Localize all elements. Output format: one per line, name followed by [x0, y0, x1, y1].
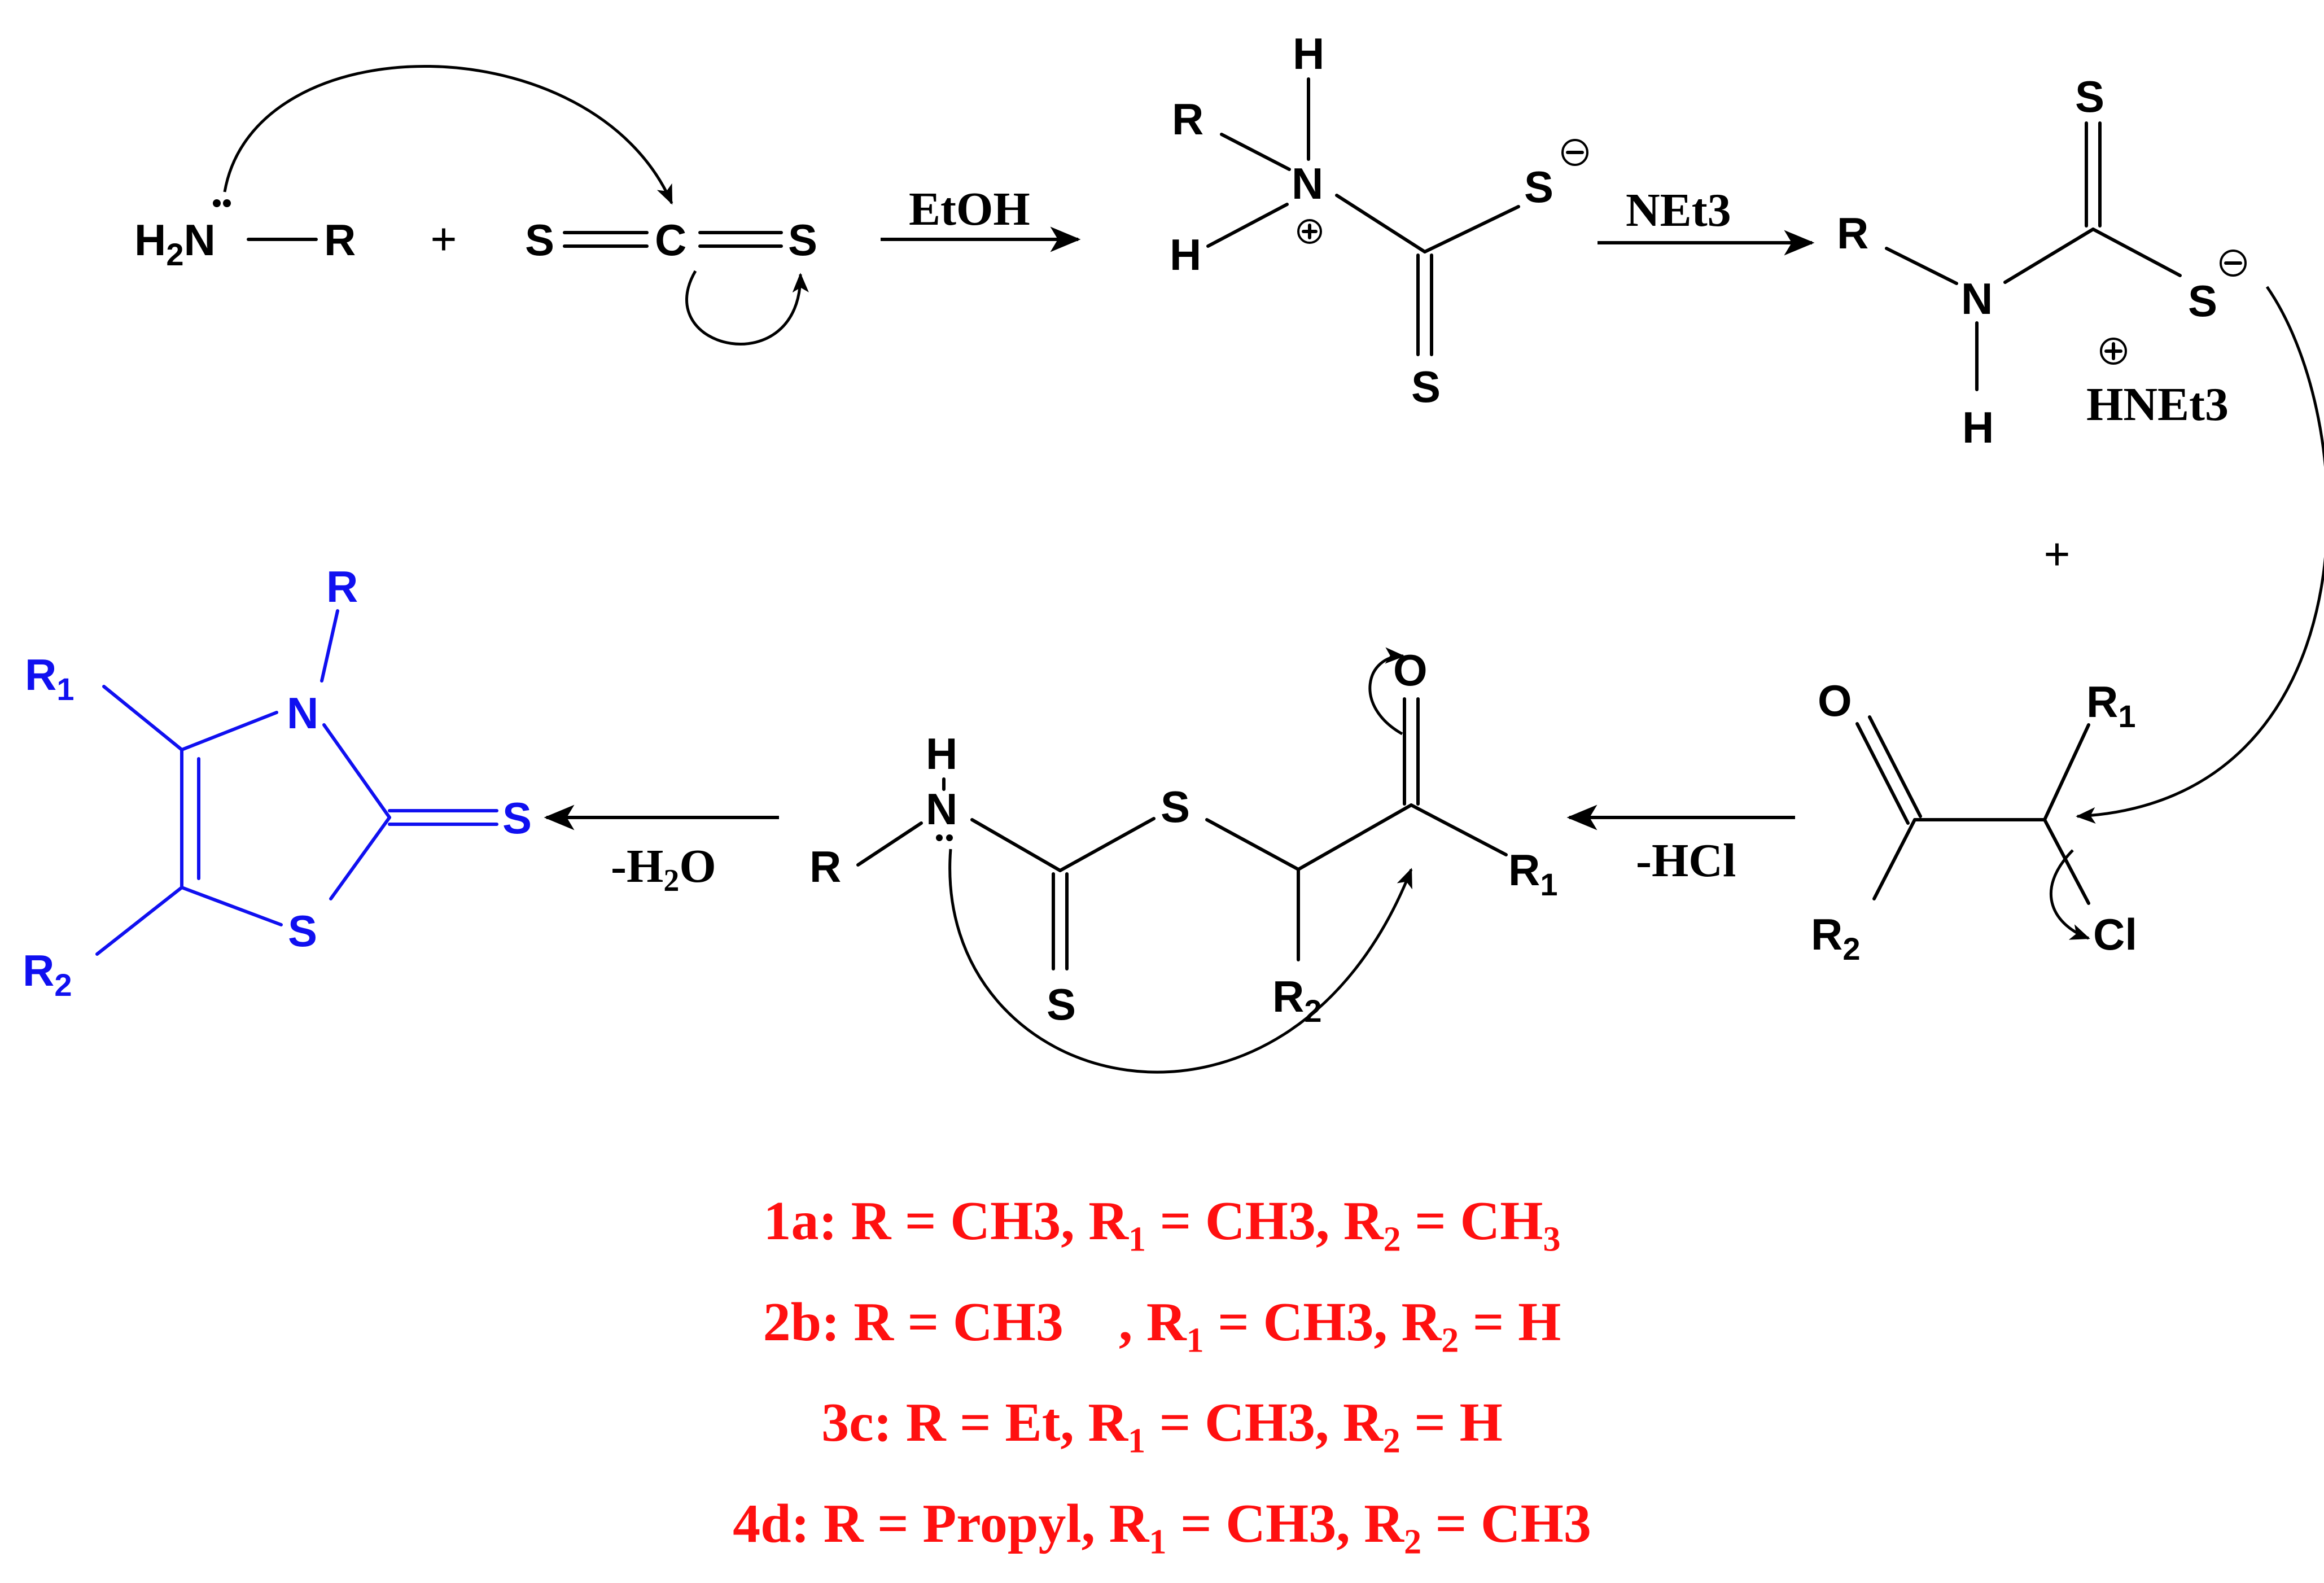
- plus-sign-1: +: [430, 213, 457, 266]
- open-chain-intermediate: H N R S S R2 O R1: [809, 645, 1558, 1074]
- carbonyl-arrow: [1368, 647, 1405, 736]
- oc-s-thione: S: [1047, 979, 1076, 1029]
- salt-s-top: S: [2075, 72, 2104, 121]
- reaction-scheme: H2N R + S C S EtOH H R N H S S: [23, 29, 2324, 1074]
- ck-r2: R2: [1811, 909, 1861, 967]
- ck-cl: Cl: [2093, 909, 2137, 959]
- condition-net3: NEt3: [1626, 184, 1731, 237]
- prod-r1: R1: [25, 650, 75, 707]
- compound-legend: 1a: R = CH3, R1 = CH3, R2 = CH3 2b: R = …: [0, 1180, 2324, 1583]
- legend-4d: 4d: R = Propyl, R1 = CH3, R2 = CH3: [733, 1493, 1591, 1562]
- thiazole-thione-product: R N R1 S S R2: [23, 562, 532, 1003]
- legend-1a: 1a: R = CH3, R1 = CH3, R2 = CH3: [763, 1191, 1561, 1259]
- oc-h: H: [926, 729, 957, 779]
- counterion-hnet3: HNEt3: [2086, 378, 2229, 431]
- prod-s-thione: S: [502, 793, 532, 843]
- zw-r: R: [1172, 94, 1203, 144]
- cs2-c: C: [655, 215, 686, 265]
- electron-arrow-c-to-s: [685, 270, 809, 346]
- oc-n: N: [926, 784, 957, 834]
- oc-o: O: [1393, 645, 1428, 695]
- salt-s-minus: S: [2188, 276, 2217, 326]
- amine-molecule: H2N R: [134, 199, 356, 272]
- condition-hcl: -HCl: [1636, 834, 1736, 887]
- zw-n: N: [1292, 159, 1323, 208]
- ck-o: O: [1818, 676, 1852, 725]
- legend-3c: 3c: R = Et, R1 = CH3, R2 = H: [821, 1392, 1503, 1460]
- alpha-chloroketone: O R1 R2 Cl: [1811, 676, 2137, 967]
- leaving-group-arrow: [2049, 849, 2090, 940]
- cyclization-arrow: [948, 849, 1413, 1074]
- legend-2b: 2b: R = CH3 , R1 = CH3, R2 = H: [763, 1291, 1561, 1360]
- plus-sign-2: +: [2043, 528, 2071, 581]
- oc-r: R: [809, 842, 841, 891]
- salt-n: N: [1961, 274, 1993, 323]
- salt-h: H: [1962, 403, 1994, 452]
- attack-arrow-n-to-c: [223, 65, 673, 205]
- zw-h-bottom: H: [1170, 230, 1201, 279]
- cs2-s-right: S: [788, 215, 817, 265]
- amine-r: R: [324, 215, 356, 265]
- amine-h2n: H2N: [134, 215, 216, 272]
- salt-r: R: [1837, 208, 1868, 258]
- zw-h-top: H: [1293, 29, 1324, 78]
- cs2-s-left: S: [525, 215, 554, 265]
- oc-r2: R2: [1272, 972, 1322, 1029]
- oc-r1: R1: [1508, 845, 1558, 902]
- condition-etoh: EtOH: [909, 183, 1030, 235]
- carbon-disulfide: S C S: [525, 215, 817, 265]
- zw-s-thione: S: [1411, 362, 1441, 412]
- prod-n: N: [287, 688, 318, 738]
- prod-s-ring: S: [288, 906, 317, 956]
- condition-h2o: -H2O: [611, 840, 716, 898]
- ck-r1: R1: [2086, 677, 2136, 734]
- dithiocarbamate-salt: S R N S H HNEt3: [1837, 72, 2247, 452]
- zwitterion-intermediate: H R N H S S: [1170, 29, 1588, 412]
- prod-r2: R2: [23, 946, 72, 1003]
- oc-s-thioether: S: [1161, 782, 1190, 832]
- zw-s-minus: S: [1524, 162, 1553, 212]
- prod-r: R: [326, 562, 358, 611]
- attack-arrow-s-to-c: [2076, 286, 2324, 824]
